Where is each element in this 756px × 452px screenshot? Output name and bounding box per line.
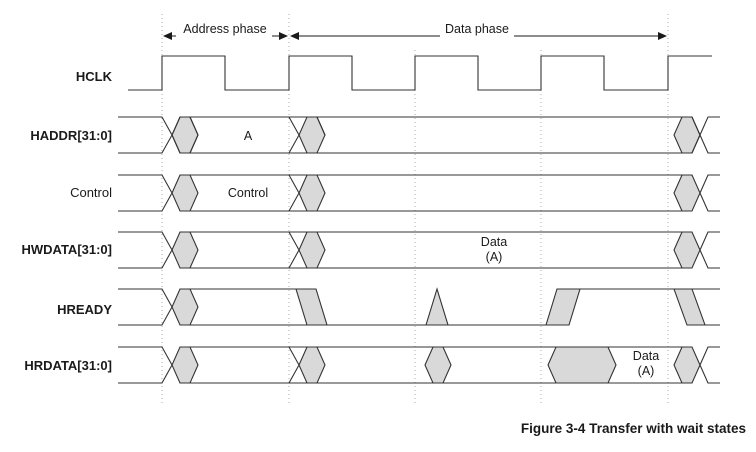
data-phase-label: Data phase (445, 22, 509, 36)
data-phase-marker: Data phase (290, 22, 667, 40)
haddr-value: A (244, 129, 253, 143)
control-waveform: Control (118, 174, 720, 212)
haddr-waveform: A (118, 116, 720, 154)
hwdata-value-line1: Data (481, 235, 507, 249)
hrdata-waveform: Data (A) (118, 346, 720, 384)
signal-label-haddr: HADDR[31:0] (30, 128, 112, 143)
hclk-waveform (128, 55, 712, 91)
address-phase-marker: Address phase (163, 22, 288, 40)
hready-waveform (118, 287, 720, 326)
hrdata-value-line2: (A) (638, 364, 655, 378)
address-phase-label: Address phase (183, 22, 266, 36)
hwdata-value-line2: (A) (486, 250, 503, 264)
figure-caption: Figure 3-4 Transfer with wait states (520, 421, 746, 436)
signal-label-hwdata: HWDATA[31:0] (21, 242, 112, 257)
signal-label-hready: HREADY (57, 302, 112, 317)
hrdata-value-line1: Data (633, 349, 659, 363)
control-value: Control (228, 186, 268, 200)
hwdata-waveform: Data (A) (118, 231, 720, 269)
signal-label-hrdata: HRDATA[31:0] (24, 358, 112, 373)
signal-label-control: Control (70, 185, 112, 200)
signal-label-hclk: HCLK (76, 69, 113, 84)
